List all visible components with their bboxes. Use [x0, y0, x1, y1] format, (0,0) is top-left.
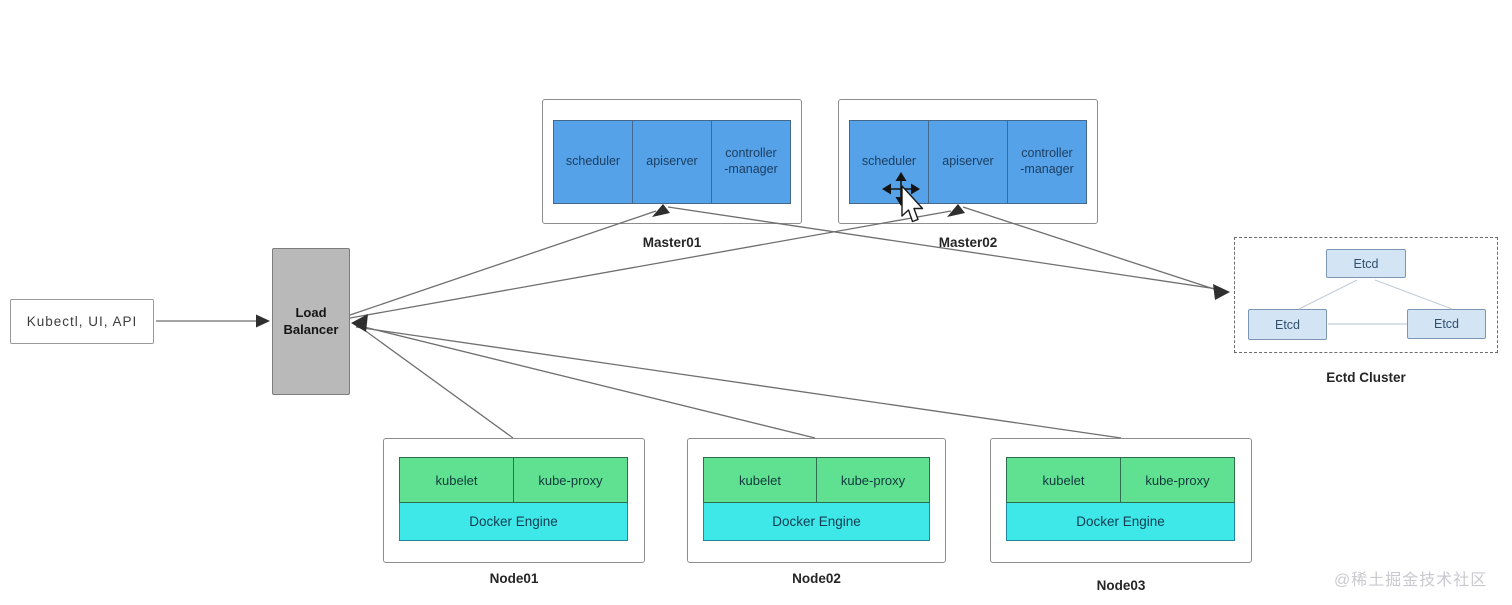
kubelet-label: kubelet — [435, 472, 478, 488]
node03-components: kubelet kube-proxy Docker Engine — [1006, 457, 1235, 541]
etcd-cluster-box[interactable] — [1234, 237, 1498, 353]
node03-docker-engine-cell[interactable]: Docker Engine — [1006, 502, 1235, 541]
node01-kubelet-cell[interactable]: kubelet — [399, 457, 514, 503]
node01-kube-proxy-cell[interactable]: kube-proxy — [513, 457, 628, 503]
controller-manager-label: controller -manager — [1020, 146, 1074, 176]
arrowhead-into-lb-left — [256, 314, 270, 328]
apiserver-label: apiserver — [942, 154, 994, 169]
load-balancer-label: Load Balancer — [283, 304, 339, 337]
kubelet-label: kubelet — [1042, 472, 1085, 488]
etcd-label: Etcd — [1433, 317, 1459, 331]
connector-node03-to-lb — [355, 326, 1122, 439]
node03-kubelet-cell[interactable]: kubelet — [1006, 457, 1121, 503]
master01-components: scheduler apiserver controller -manager — [553, 120, 791, 204]
node03-kube-proxy-cell[interactable]: kube-proxy — [1120, 457, 1235, 503]
connector-lb-to-master01 — [349, 210, 657, 316]
master01-controller-manager-cell[interactable]: controller -manager — [711, 120, 791, 204]
scheduler-label: scheduler — [861, 154, 917, 169]
node02-kubelet-cell[interactable]: kubelet — [703, 457, 817, 503]
controller-manager-label: controller -manager — [724, 146, 778, 176]
kube-proxy-label: kube-proxy — [1145, 472, 1210, 488]
etcd-label: Etcd — [1274, 317, 1300, 332]
docker-engine-label: Docker Engine — [469, 514, 558, 529]
etcd-label: Etcd — [1353, 256, 1379, 271]
master02-components: scheduler apiserver controller -manager — [849, 120, 1087, 204]
master02-apiserver-cell[interactable]: apiserver — [928, 120, 1008, 204]
master01-label: Master01 — [642, 235, 702, 250]
node02-components: kubelet kube-proxy Docker Engine — [703, 457, 930, 541]
master02-label: Master02 — [938, 235, 998, 250]
node01-components: kubelet kube-proxy Docker Engine — [399, 457, 628, 541]
master02-scheduler-cell[interactable]: scheduler — [849, 120, 929, 204]
kube-proxy-label: kube-proxy — [538, 472, 603, 488]
node02-kube-proxy-cell[interactable]: kube-proxy — [816, 457, 930, 503]
node03-label: Node03 — [1096, 578, 1146, 593]
node01-label: Node01 — [489, 571, 539, 586]
connector-lb-to-master02 — [349, 210, 952, 319]
arrowhead-into-lb-right — [351, 314, 368, 332]
etcd-node-right[interactable]: Etcd — [1407, 309, 1486, 339]
kubelet-label: kubelet — [739, 472, 781, 488]
connector-node02-to-lb — [355, 324, 816, 439]
etcd-cluster-label: Ectd Cluster — [1326, 370, 1406, 385]
node02-docker-engine-cell[interactable]: Docker Engine — [703, 502, 930, 541]
connector-node01-to-lb — [355, 323, 514, 439]
watermark: @稀土掘金技术社区 — [1334, 572, 1488, 589]
apiserver-label: apiserver — [646, 154, 698, 169]
master01-apiserver-cell[interactable]: apiserver — [632, 120, 712, 204]
arrowhead-into-etcd-cluster — [1213, 284, 1230, 300]
etcd-node-top[interactable]: Etcd — [1326, 249, 1406, 278]
docker-engine-label: Docker Engine — [1076, 514, 1165, 529]
node01-docker-engine-cell[interactable]: Docker Engine — [399, 502, 628, 541]
kubectl-ui-api-label: Kubectl, UI, API — [26, 314, 138, 329]
docker-engine-label: Docker Engine — [772, 514, 861, 529]
etcd-node-left[interactable]: Etcd — [1248, 309, 1327, 340]
master02-controller-manager-cell[interactable]: controller -manager — [1007, 120, 1087, 204]
scheduler-label: scheduler — [565, 154, 621, 169]
load-balancer-box[interactable]: Load Balancer — [272, 248, 350, 395]
kube-proxy-label: kube-proxy — [840, 472, 906, 488]
node02-label: Node02 — [792, 571, 841, 586]
kubectl-ui-api-box[interactable]: Kubectl, UI, API — [10, 299, 154, 344]
master01-scheduler-cell[interactable]: scheduler — [553, 120, 633, 204]
